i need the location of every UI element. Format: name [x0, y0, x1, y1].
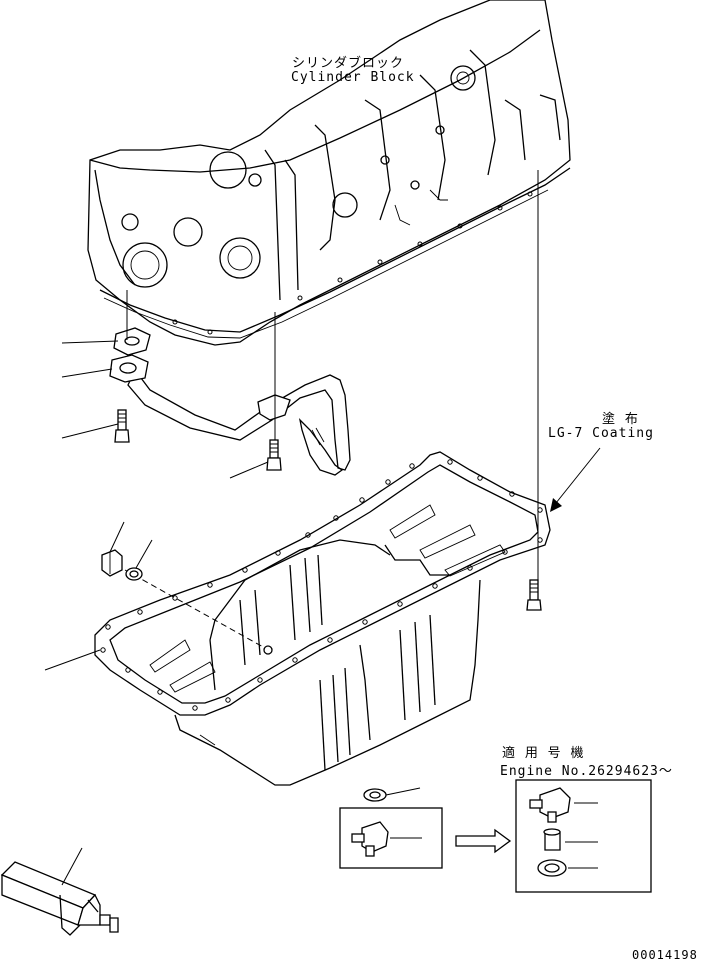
coating-arrow-head — [550, 498, 562, 512]
coating-label-jp: 塗 布 — [602, 412, 639, 427]
arrow-to-new — [455, 828, 512, 854]
bolt-left — [114, 409, 130, 443]
washer-bottom — [363, 788, 387, 802]
new-type-box — [515, 779, 652, 893]
old-type-box — [339, 807, 443, 869]
cylinder-block — [87, 0, 571, 346]
cylinder-block-label-en: Cylinder Block — [291, 70, 415, 85]
oil-strainer-pipe — [109, 354, 351, 476]
bolt-middle — [266, 439, 282, 471]
drawing-number: 00014198 — [632, 948, 698, 962]
applicable-label-jp: 適 用 号 機 — [502, 746, 585, 761]
drain-plug — [101, 549, 123, 577]
oil-pan — [94, 451, 551, 786]
coating-label-en: LG-7 Coating — [548, 426, 654, 441]
tool-wrench — [0, 847, 119, 936]
bolt-right — [526, 579, 542, 611]
gasket — [113, 327, 151, 356]
leader-lines — [44, 170, 601, 796]
drain-washer — [125, 567, 143, 581]
cylinder-block-label-jp: シリンダブロック — [292, 56, 405, 71]
applicable-label-en: Engine No.26294623～ — [500, 764, 673, 779]
